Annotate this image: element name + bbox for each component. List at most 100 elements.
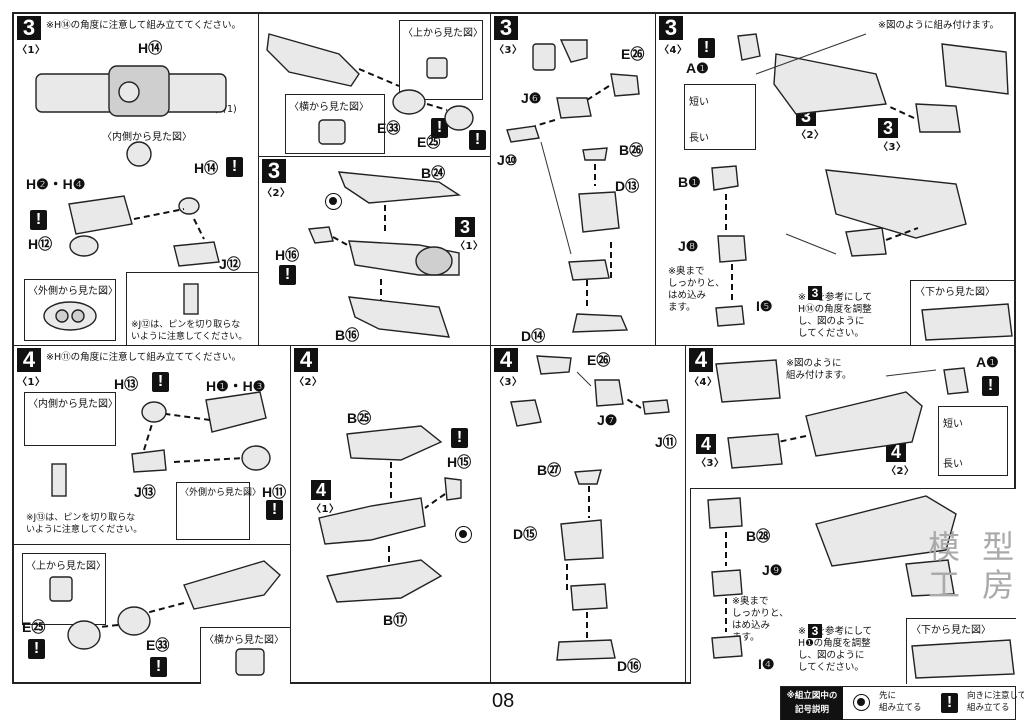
panel-step-4-1: 4 〈1〉 ※H⑪の角度に注意して組み立ててください。 H⑬ ! H❶・H❸ 〈… bbox=[14, 346, 291, 544]
part-label-e25: E㉕ bbox=[22, 619, 46, 635]
part-label-d13: D⑬ bbox=[615, 178, 640, 194]
assembly-drawing bbox=[51, 391, 271, 497]
substep-label: 〈4〉 bbox=[689, 377, 718, 388]
angle-note: ※H⑪の角度に注意して組み立ててください。 bbox=[46, 352, 242, 363]
part-label-j9: J❾ bbox=[762, 562, 783, 578]
substep-label: 〈1〉 bbox=[17, 377, 46, 388]
part-label-d16: D⑯ bbox=[617, 658, 642, 674]
panel-step-3-4: 3 〈4〉 ※図のように組み付けます。 ! A❶ 短い 長い 3 〈2〉 3 〈… bbox=[656, 14, 1014, 346]
ref-step-number: 3 bbox=[878, 118, 898, 138]
warning-icon: ! bbox=[30, 210, 47, 230]
part-label-j6: J❻ bbox=[521, 90, 542, 106]
warning-icon: ! bbox=[698, 38, 715, 58]
substep-label: 〈2〉 bbox=[294, 377, 323, 388]
part-label-b17: B⑰ bbox=[383, 612, 408, 628]
part-label-e26: E㉖ bbox=[621, 46, 645, 62]
part-label-i5: I❺ bbox=[756, 298, 773, 314]
press-note: ※奥まで しっかりと、 はめ込み ます。 bbox=[668, 266, 725, 313]
build-first-icon bbox=[455, 526, 472, 543]
build-first-icon bbox=[853, 694, 870, 711]
caption-top-view: 〈上から見た図〉 bbox=[403, 28, 483, 39]
caption-outer-view: 〈外側から見た図〉 bbox=[180, 488, 262, 498]
caption-bottom-view: 〈下から見た図〉 bbox=[915, 287, 995, 298]
step-number: 4 bbox=[494, 348, 518, 372]
build-first-icon bbox=[325, 193, 342, 210]
warning-icon: ! bbox=[451, 428, 468, 448]
symbol-legend: ※組立図中の 記号説明 先に 組み立てる ! 向きに注意して 組み立てる bbox=[780, 686, 1024, 720]
panel-step-4-4: 4 〈4〉 ※図のように 組み付けます。 A❶ ! 短い 長い 4 〈3〉 4 … bbox=[686, 346, 1016, 684]
ref-substep-label: 〈1〉 bbox=[455, 241, 484, 252]
caption-bottom-view: 〈下から見た図〉 bbox=[911, 625, 991, 636]
ref-substep-label: 〈3〉 bbox=[878, 142, 907, 153]
part-label-j12: J⑫ bbox=[219, 256, 241, 272]
part-label-j8: J❽ bbox=[678, 238, 699, 254]
part-label-h13: H⑬ bbox=[114, 376, 139, 392]
part-label-h15: H⑮ bbox=[447, 454, 472, 470]
page-number: 08 bbox=[492, 690, 515, 712]
warning-icon: ! bbox=[431, 118, 448, 138]
substep-label: 〈2〉 bbox=[262, 188, 291, 199]
step-number: 4 bbox=[294, 348, 318, 372]
warning-icon: ! bbox=[469, 130, 486, 150]
warning-icon: ! bbox=[152, 372, 169, 392]
legend-orientation: 向きに注意して 組み立てる bbox=[967, 691, 1024, 713]
step-number: 3 bbox=[262, 159, 286, 183]
part-label-h12: H⑫ bbox=[28, 236, 53, 252]
assembly-drawing bbox=[510, 355, 670, 661]
part-label-h11: H⑪ bbox=[262, 484, 287, 500]
warning-icon: ! bbox=[226, 157, 243, 177]
assembly-drawing bbox=[506, 39, 640, 333]
part-label-j10: J⑩ bbox=[497, 152, 518, 168]
assembly-drawing bbox=[711, 33, 1013, 341]
panel-step-3-3: 3 〈3〉 E㉖ J❻ J⑩ B㉖ D⑬ D⑭ bbox=[491, 14, 656, 346]
angle-note: ※H⑭の角度に注意して組み立ててください。 bbox=[46, 20, 242, 31]
ref-step-number: 4 bbox=[886, 442, 906, 462]
part-label-a1: A❶ bbox=[686, 60, 709, 76]
warning-icon: ! bbox=[266, 500, 283, 520]
length-short: 短い bbox=[689, 97, 709, 108]
inner-view-box: 〈内側から見た図〉 bbox=[24, 392, 118, 446]
part-label-b1: B❶ bbox=[678, 174, 701, 190]
part-label-i4: I❹ bbox=[758, 656, 775, 672]
part-label-e33: E㉝ bbox=[146, 637, 170, 653]
assembly-drawing bbox=[318, 425, 462, 603]
part-label-b25: B㉕ bbox=[347, 410, 372, 426]
assembly-drawing bbox=[266, 33, 474, 145]
panel-step-3-1-detail: 〈上から見た図〉 〈横から見た図〉 E㉝ ! E㉕ ! bbox=[259, 14, 491, 156]
ref-substep-label: 〈3〉 bbox=[696, 458, 725, 469]
part-label-a1: A❶ bbox=[976, 354, 999, 370]
ref-substep-label: 〈2〉 bbox=[886, 466, 915, 477]
caption-outer-view: 〈外側から見た図〉 bbox=[28, 286, 118, 297]
caption-inner-view: 〈内側から見た図〉 bbox=[102, 132, 192, 143]
panel-step-4-2: 4 〈2〉 B㉕ ! H⑮ 4 〈1〉 B⑰ bbox=[291, 346, 491, 684]
ref-substep-label: 〈2〉 bbox=[796, 130, 825, 141]
legend-title: ※組立図中の 記号説明 bbox=[781, 687, 843, 720]
part-label-e26: E㉖ bbox=[587, 352, 611, 368]
part-label-d15: D⑮ bbox=[513, 526, 538, 542]
pin-note: ※J⑫は、ピンを切り取らな いように注意してください。 bbox=[131, 320, 248, 342]
warning-icon: ! bbox=[150, 657, 167, 677]
outer-view-box: 〈外側から見た図〉 bbox=[176, 482, 261, 540]
pin-note: ※J⑬は、ピンを切り取らな いように注意してください。 bbox=[26, 513, 143, 535]
length-view-box: 短い 長い bbox=[938, 406, 1008, 476]
length-short: 短い bbox=[943, 419, 963, 430]
panel-step-4-3: 4 〈3〉 E㉖ J❼ J⑪ B㉗ D⑮ D⑯ bbox=[491, 346, 686, 684]
step-number: 3 bbox=[17, 16, 41, 40]
caption-side-view: 〈横から見た図〉 bbox=[204, 635, 284, 646]
legend-build-first: 先に 組み立てる bbox=[879, 691, 922, 713]
panel-step-3-1: 3 〈1〉 ※H⑭の角度に注意して組み立ててください。 H⑭ (1/1) 〈内側… bbox=[14, 14, 259, 346]
part-label-h16: H⑯ bbox=[275, 247, 300, 263]
adjust-ref-number: 3 bbox=[808, 624, 822, 638]
assembly-drawing bbox=[49, 560, 281, 676]
ref-step-number: 3 bbox=[455, 217, 475, 237]
adjust-ref-number: 3 bbox=[808, 286, 822, 300]
part-label-h14: H⑭ bbox=[194, 160, 219, 176]
substep-label: 〈4〉 bbox=[659, 45, 688, 56]
step-number: 3 bbox=[659, 16, 683, 40]
top-view-box: 〈上から見た図〉 bbox=[399, 20, 483, 100]
length-long: 長い bbox=[689, 133, 709, 144]
part-label-b26: B㉖ bbox=[619, 142, 644, 158]
ref-substep-label: 〈1〉 bbox=[311, 504, 340, 515]
assembly-drawing bbox=[707, 359, 1015, 679]
part-label-h14-top: H⑭ bbox=[138, 40, 163, 56]
